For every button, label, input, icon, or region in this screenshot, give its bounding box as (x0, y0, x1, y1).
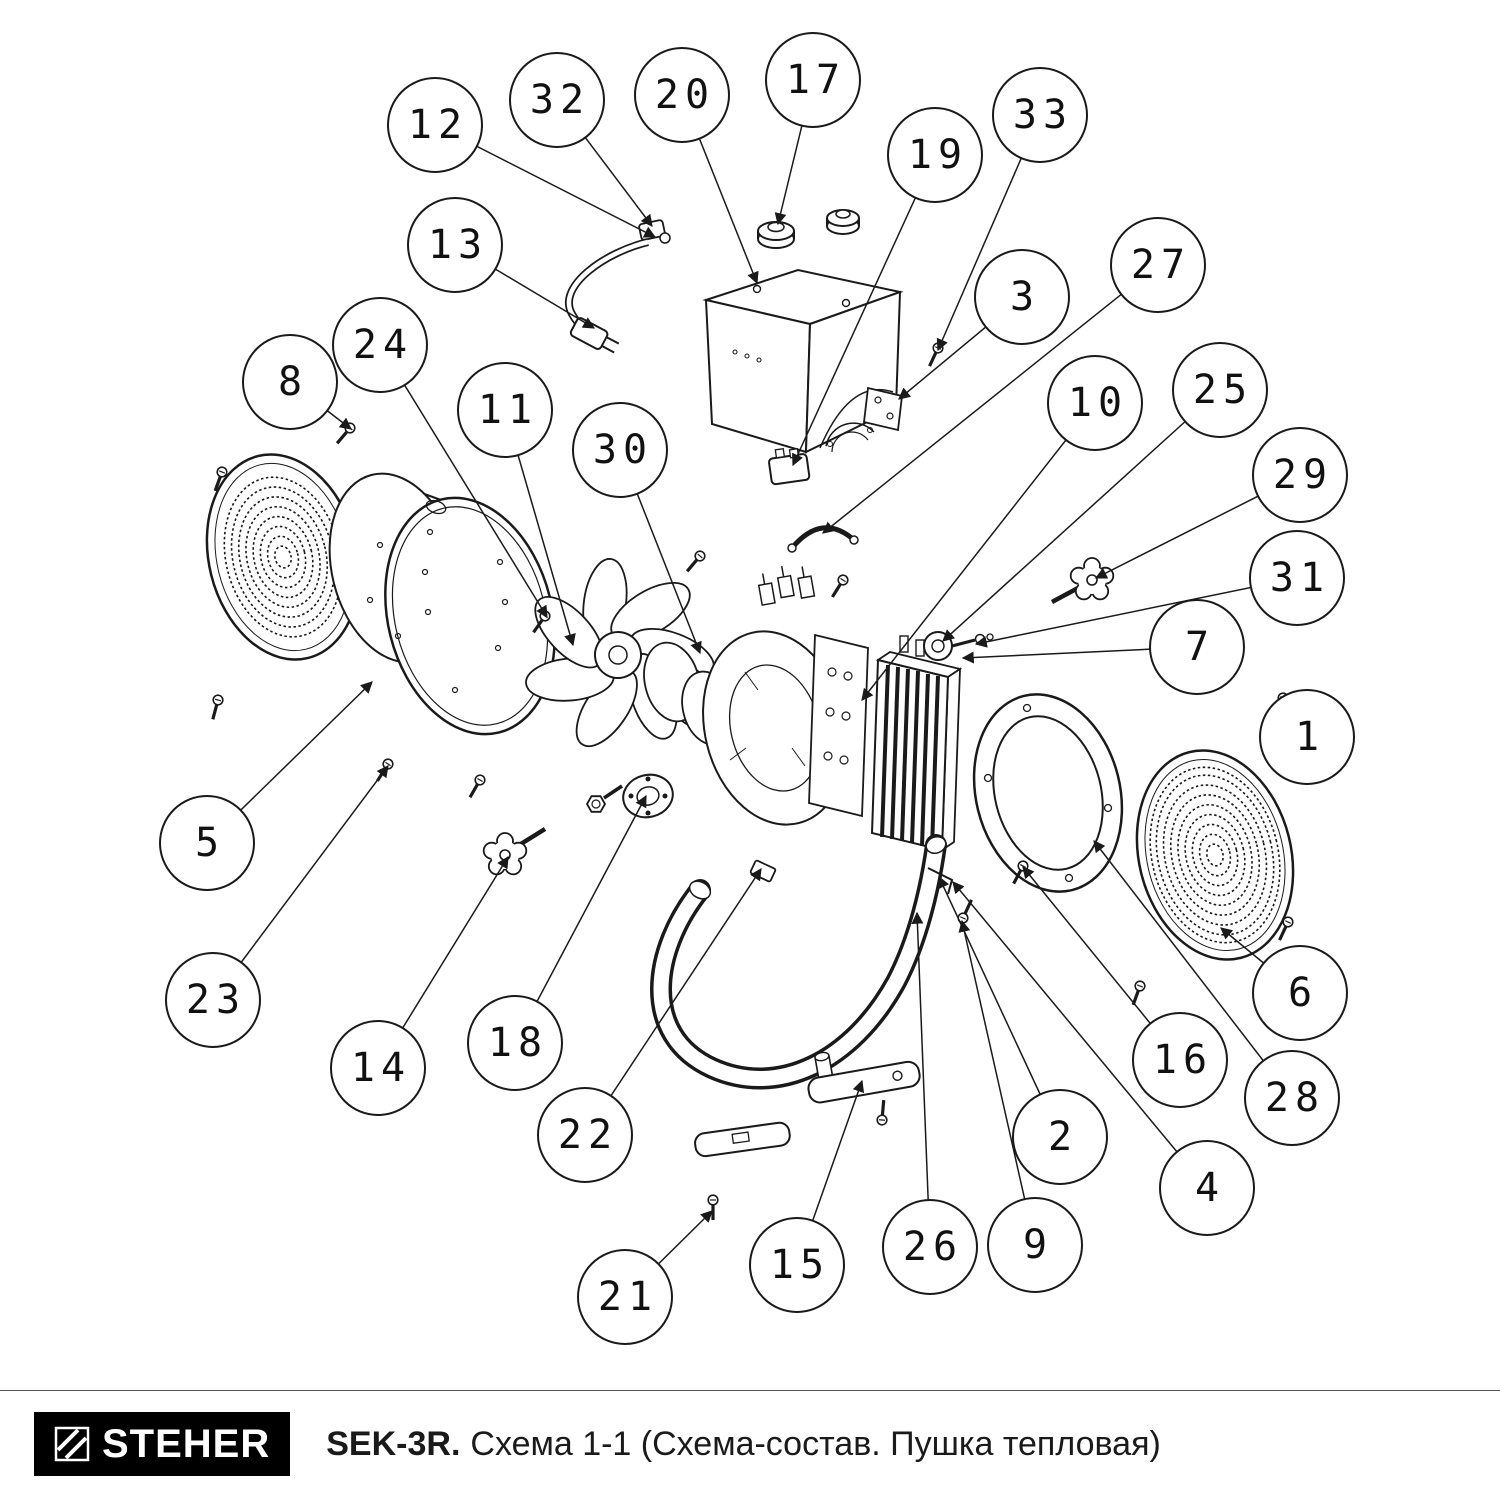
hex-bolt (585, 784, 623, 813)
leader-line-2 (938, 875, 1061, 1138)
leader-line-26 (911, 911, 931, 1248)
small-bracket (927, 867, 954, 895)
foot-right (807, 1051, 921, 1104)
housing-cylinder (328, 472, 556, 736)
leader-line-7 (961, 646, 1198, 664)
handle-frame (650, 834, 947, 1090)
model-label: SEK-3R. (326, 1424, 461, 1463)
leader-line-15 (796, 1079, 865, 1266)
leader-line-14 (377, 855, 509, 1069)
steher-logo: STEHER (34, 1412, 291, 1476)
leader-line-21 (624, 1210, 713, 1298)
leader-line-8 (289, 381, 352, 430)
gas-valve (923, 631, 994, 661)
heating-element (870, 635, 963, 852)
leader-line-5 (206, 681, 373, 844)
leader-line-27 (822, 264, 1159, 534)
steher-logo-icon (54, 1426, 90, 1462)
foot-left (694, 1121, 791, 1158)
footer-divider (0, 1390, 1500, 1391)
footer: STEHER SEK-3R.Схема 1-1 (Схема-состав. П… (0, 1390, 1500, 1500)
leader-line-10 (861, 402, 1096, 701)
leader-line-17 (774, 79, 814, 226)
brand-name: STEHER (102, 1422, 271, 1466)
leader-line-23 (212, 765, 389, 1001)
leader-line-3 (898, 296, 1023, 400)
burner-plate (808, 633, 869, 818)
front-bezel-ring (972, 693, 1124, 893)
leader-line-25 (942, 389, 1221, 642)
drawing-caption: SEK-3R.Схема 1-1 (Схема-состав. Пушка те… (326, 1425, 1161, 1464)
leader-line-32 (556, 99, 653, 227)
leader-line-9 (958, 919, 1036, 1246)
motor-flange (622, 773, 674, 819)
leader-line-29 (1094, 474, 1301, 579)
control-box (702, 268, 904, 454)
leader-line-19 (792, 154, 936, 467)
caption-text: Схема 1-1 (Схема-состав. Пушка тепловая) (470, 1424, 1161, 1463)
star-knob-left (482, 827, 547, 876)
leader-line-20 (681, 94, 759, 285)
power-plug (569, 317, 620, 354)
leader-line-33 (936, 114, 1041, 352)
leader-line-31 (974, 577, 1298, 648)
top-cap-knob-2 (826, 209, 860, 235)
terminal-blocks (757, 565, 816, 606)
leader-line-1 (1283, 700, 1308, 738)
star-knob-right (1050, 557, 1115, 604)
cable-clamp (787, 525, 859, 553)
leader-line-4 (952, 881, 1208, 1189)
front-grille (1135, 749, 1295, 961)
top-cap-knob (757, 221, 795, 249)
leader-line-22 (584, 867, 762, 1136)
leader-line-12 (434, 124, 657, 238)
mounting-bracket (825, 386, 903, 453)
